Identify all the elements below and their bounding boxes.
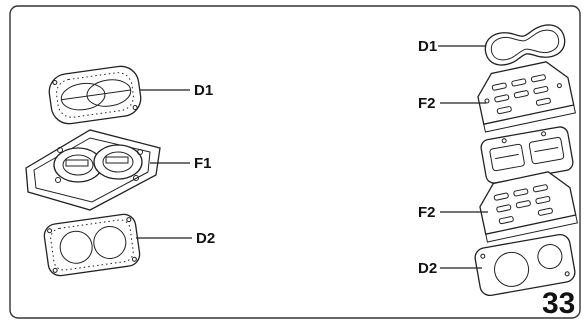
valve-plate-f1-left	[25, 129, 161, 211]
callout-right-f2-lower: F2	[418, 204, 436, 221]
callout-left-d2: D2	[196, 230, 215, 247]
page-number: 33	[542, 287, 575, 320]
callout-left-f1: F1	[194, 155, 212, 172]
callout-right-f2-upper: F2	[418, 95, 436, 112]
callout-left-d1: D1	[194, 82, 213, 99]
gasket-d2-right	[474, 233, 576, 297]
callout-right-d2: D2	[418, 260, 437, 277]
diagram-border	[9, 5, 581, 319]
gasket-d1-right	[484, 24, 566, 66]
valve-plate-middle	[480, 126, 574, 184]
gasket-d1-left	[48, 65, 142, 125]
callout-right-d1: D1	[418, 38, 437, 55]
valve-plate-f2-lower	[479, 171, 578, 243]
valve-plate-f2-upper	[477, 61, 576, 133]
gasket-d2-left	[43, 213, 141, 277]
